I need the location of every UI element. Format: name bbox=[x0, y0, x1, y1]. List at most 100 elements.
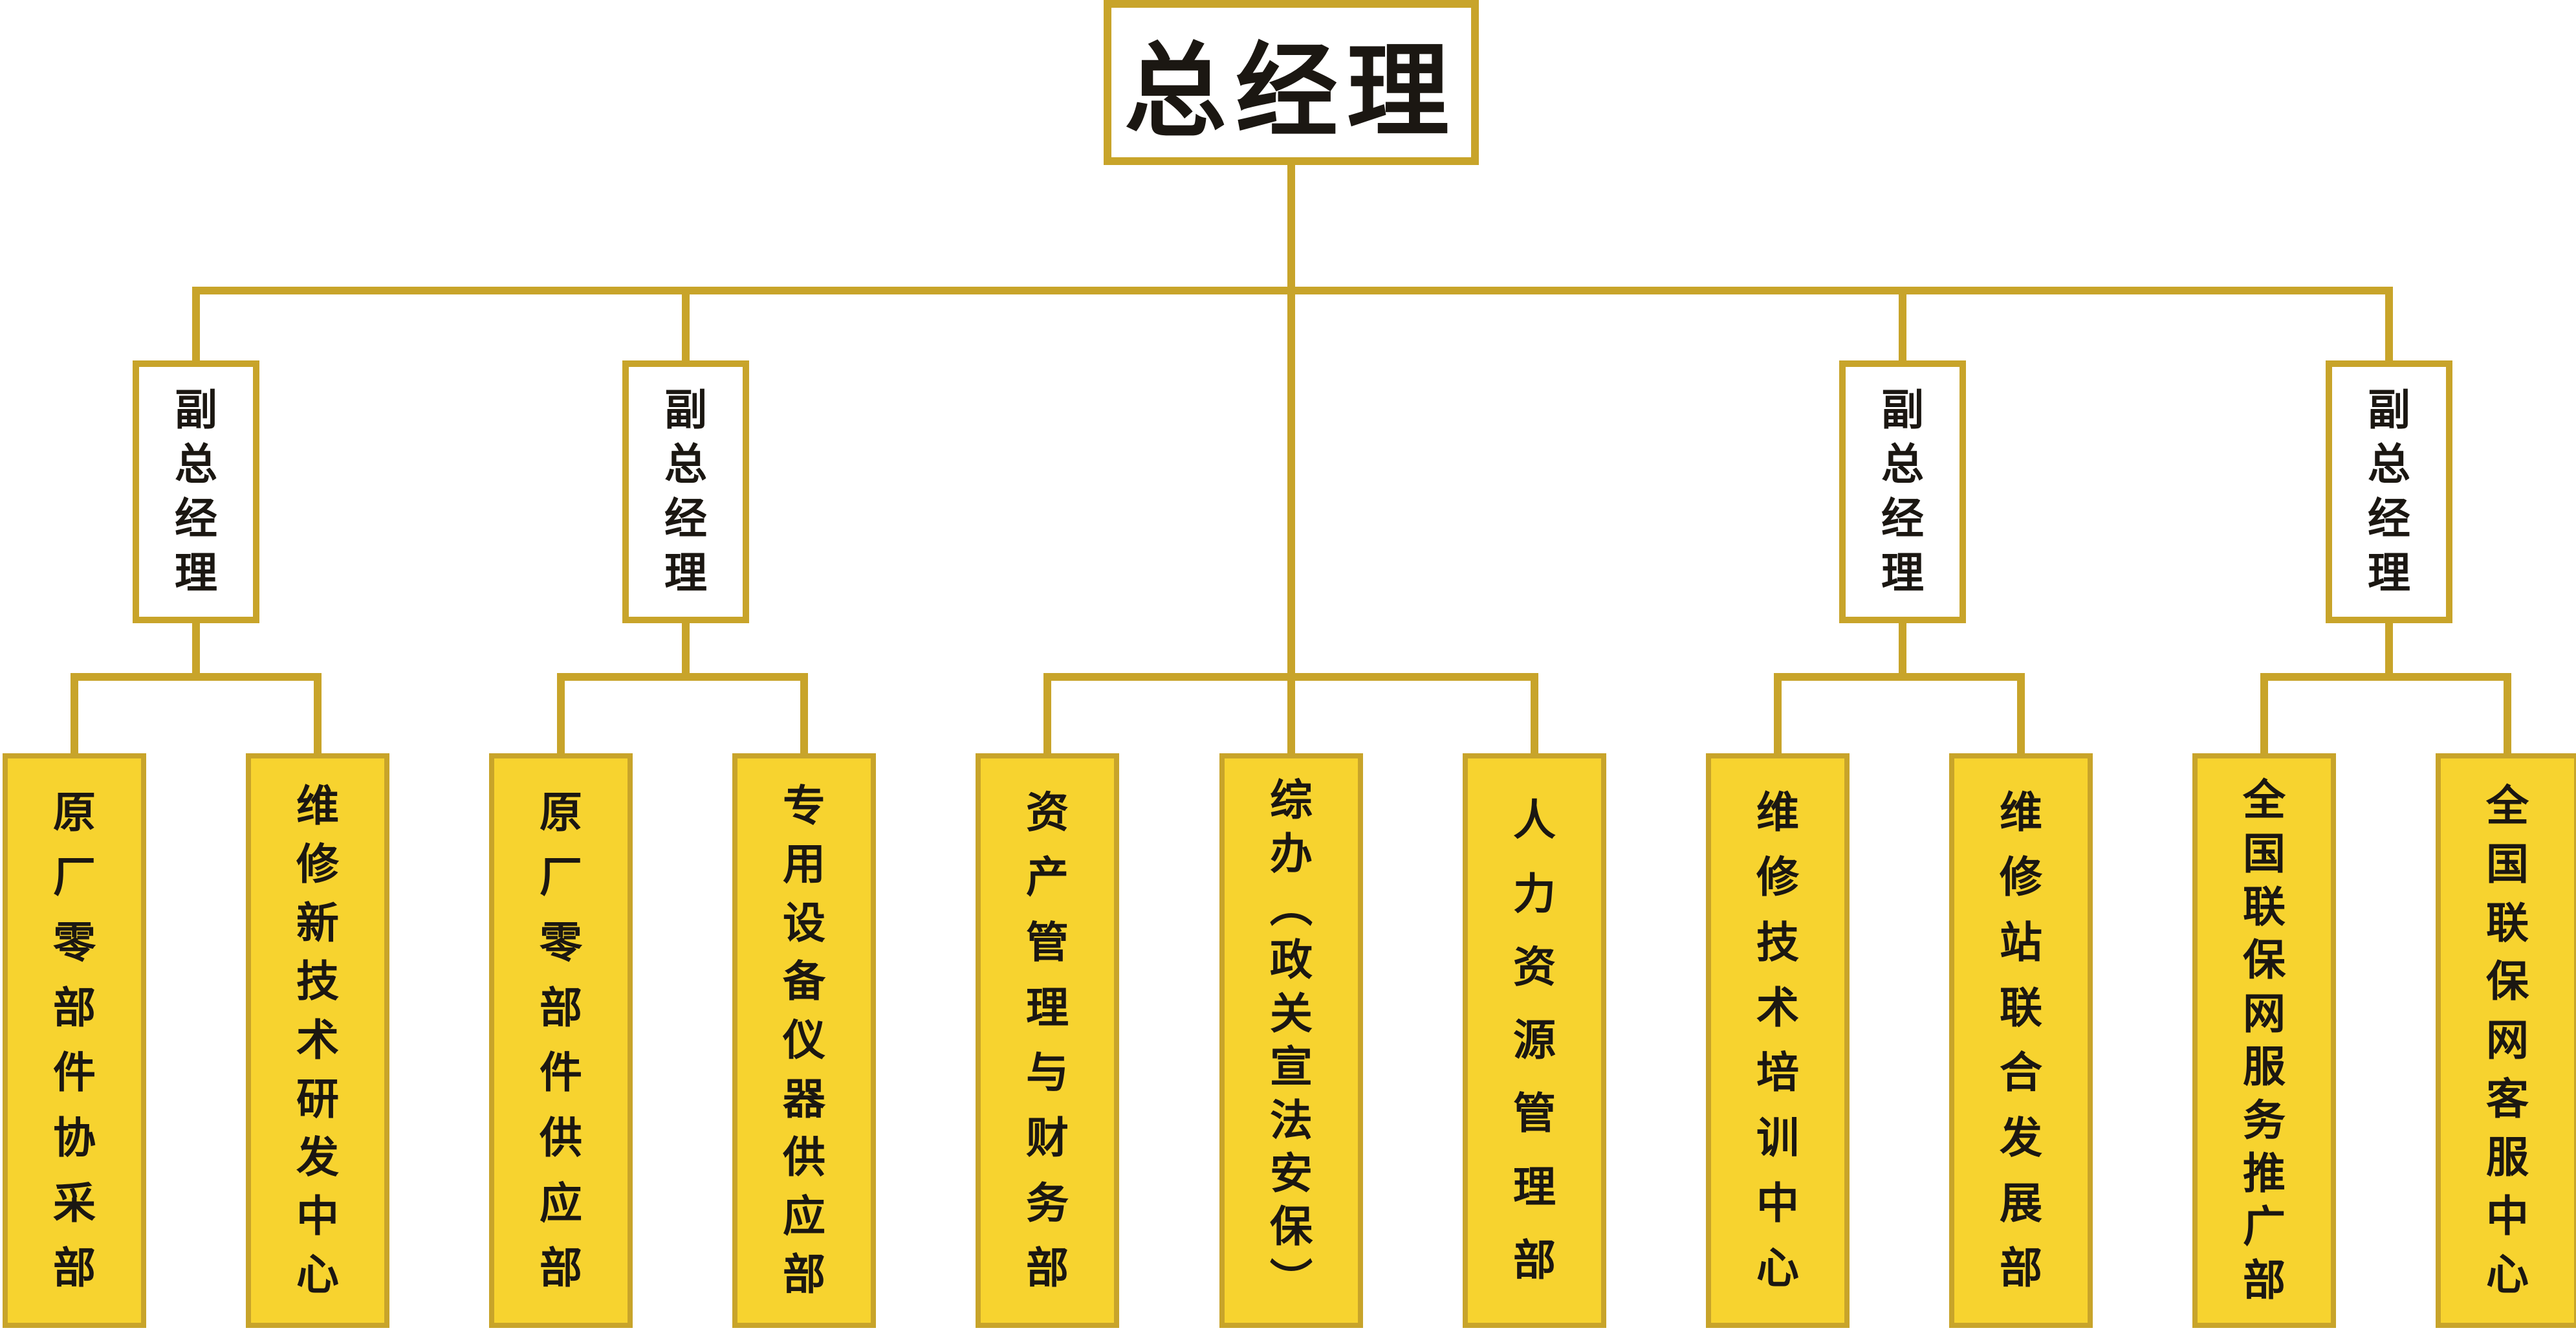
dept-label: 人力资源管理部 bbox=[1468, 758, 1601, 1323]
org-node-dept-asset-finance: 资产管理与财务部 bbox=[976, 753, 1119, 1328]
org-node-dept-station-development: 维修站联合发展部 bbox=[1949, 753, 2093, 1328]
org-node-char: 财 bbox=[1026, 1112, 1069, 1163]
dept-label: 资产管理与财务部 bbox=[981, 758, 1114, 1323]
deputy-1-label: 副总经理 bbox=[139, 367, 253, 617]
org-node-char: 中 bbox=[1756, 1178, 1799, 1228]
org-node-char: 部 bbox=[2000, 1243, 2042, 1294]
org-node-char: 客 bbox=[2486, 1074, 2529, 1124]
org-node-char: 件 bbox=[540, 1048, 582, 1098]
org-node-char: 理 bbox=[1513, 1162, 1556, 1212]
org-node-char: 产 bbox=[1026, 852, 1069, 903]
dept-label: 原厂零部件协采部 bbox=[8, 758, 141, 1323]
org-node-char: 原 bbox=[540, 787, 582, 837]
org-node-char: 维 bbox=[2000, 787, 2042, 837]
org-node-char: 务 bbox=[2243, 1095, 2286, 1145]
org-node-char: ︵ bbox=[1270, 882, 1313, 933]
org-node-dept-parts-supply: 原厂零部件供应部 bbox=[489, 753, 633, 1328]
org-node-dept-general-office: 综办︵政关宣法安保︶ bbox=[1219, 753, 1363, 1328]
org-node-char: 安 bbox=[1270, 1148, 1313, 1199]
connector-level2-horizontal-group1 bbox=[71, 673, 322, 681]
org-node-char: 联 bbox=[2243, 882, 2286, 933]
org-node-char: 经 bbox=[2368, 494, 2410, 544]
connector-level2-horizontal-group2 bbox=[557, 673, 808, 681]
connector-deputy1-stem bbox=[192, 623, 200, 673]
deputy-4-label: 副总经理 bbox=[2332, 367, 2446, 617]
org-node-char: 政 bbox=[1270, 935, 1313, 986]
org-node-char: 备 bbox=[783, 956, 825, 1007]
connector-dept1-drop bbox=[71, 681, 78, 753]
org-node-char: 厂 bbox=[53, 852, 96, 903]
org-node-char: 部 bbox=[53, 982, 96, 1033]
org-node-char: 维 bbox=[296, 780, 339, 831]
connector-deputy3-stem bbox=[1899, 623, 1906, 673]
org-node-dept-human-resources: 人力资源管理部 bbox=[1463, 753, 1606, 1328]
connector-deputy1-drop bbox=[192, 287, 200, 360]
org-node-char: 术 bbox=[296, 1015, 339, 1065]
deputy-2-label: 副总经理 bbox=[629, 367, 743, 617]
org-node-char: 研 bbox=[296, 1074, 339, 1124]
org-node-char: 维 bbox=[1756, 787, 1799, 837]
org-node-char: 站 bbox=[2000, 917, 2042, 967]
dept-label: 维修新技术研发中心 bbox=[251, 758, 384, 1323]
org-node-char: 合 bbox=[2000, 1048, 2042, 1098]
org-node-char: 厂 bbox=[540, 852, 582, 903]
org-node-char: 部 bbox=[1026, 1243, 1069, 1294]
dept-label: 原厂零部件供应部 bbox=[494, 758, 628, 1323]
org-node-char: 理 bbox=[1026, 982, 1069, 1033]
org-node-char: 广 bbox=[2243, 1202, 2286, 1252]
org-node-char: 综 bbox=[1270, 775, 1313, 826]
org-node-dept-customer-service-center: 全国联保网客服中心 bbox=[2436, 753, 2576, 1328]
connector-deputy2-drop bbox=[682, 287, 690, 360]
org-node-char: 经 bbox=[175, 494, 217, 544]
connector-level2-horizontal-group4 bbox=[1774, 673, 2025, 681]
org-node-dept-parts-procurement: 原厂零部件协采部 bbox=[3, 753, 146, 1328]
org-node-char: 办 bbox=[1270, 828, 1313, 879]
org-node-deputy-4: 副总经理 bbox=[2326, 360, 2452, 623]
org-node-deputy-1: 副总经理 bbox=[133, 360, 259, 623]
org-node-char: 宣 bbox=[1270, 1042, 1313, 1092]
dept-label: 维修站联合发展部 bbox=[1954, 758, 2088, 1323]
connector-dept5-drop bbox=[1043, 681, 1051, 753]
org-node-char: 器 bbox=[783, 1074, 825, 1124]
org-node-deputy-2: 副总经理 bbox=[622, 360, 749, 623]
deputy-3-label: 副总经理 bbox=[1846, 367, 1959, 617]
org-node-char: 总 bbox=[175, 439, 217, 489]
org-node-char: 国 bbox=[2486, 839, 2529, 890]
org-node-char: 副 bbox=[1881, 385, 1924, 435]
connector-dept11-drop bbox=[2504, 681, 2511, 753]
org-node-char: 联 bbox=[2486, 898, 2529, 948]
connector-level2-horizontal-group3 bbox=[1043, 673, 1538, 681]
connector-dept7-drop bbox=[1531, 681, 1538, 753]
org-node-char: 服 bbox=[2486, 1133, 2529, 1183]
org-node-char: 保 bbox=[2486, 956, 2529, 1007]
org-node-char: 理 bbox=[1881, 548, 1924, 598]
org-node-char: 力 bbox=[1513, 868, 1556, 919]
org-node-char: 修 bbox=[2000, 852, 2042, 903]
org-node-char: 资 bbox=[1026, 787, 1069, 837]
org-node-char: 应 bbox=[783, 1191, 825, 1241]
org-node-dept-service-promotion: 全国联保网服务推广部 bbox=[2192, 753, 2336, 1328]
org-node-char: 服 bbox=[2243, 1042, 2286, 1092]
org-node-char: 法 bbox=[1270, 1095, 1313, 1145]
org-node-char: 务 bbox=[1026, 1178, 1069, 1228]
org-node-char: 采 bbox=[53, 1178, 96, 1228]
connector-root-trunk bbox=[1287, 165, 1295, 753]
org-node-char: 保 bbox=[1270, 1202, 1313, 1252]
org-node-char: 修 bbox=[1756, 852, 1799, 903]
org-node-general-manager: 总经理 bbox=[1104, 0, 1479, 165]
connector-dept2-drop bbox=[314, 681, 322, 753]
org-node-dept-new-tech-rd-center: 维修新技术研发中心 bbox=[246, 753, 389, 1328]
org-node-char: 部 bbox=[783, 1250, 825, 1300]
org-node-char: 中 bbox=[2486, 1191, 2529, 1241]
org-node-char: 副 bbox=[175, 385, 217, 435]
org-node-char: 部 bbox=[540, 982, 582, 1033]
connector-dept4-drop bbox=[800, 681, 808, 753]
org-node-char: 与 bbox=[1026, 1048, 1069, 1098]
org-node-char: 推 bbox=[2243, 1148, 2286, 1199]
org-node-char: 供 bbox=[783, 1133, 825, 1183]
org-node-char: 网 bbox=[2243, 988, 2286, 1039]
org-node-char: 心 bbox=[1756, 1243, 1799, 1294]
org-node-char: 训 bbox=[1756, 1112, 1799, 1163]
connector-dept3-drop bbox=[557, 681, 565, 753]
